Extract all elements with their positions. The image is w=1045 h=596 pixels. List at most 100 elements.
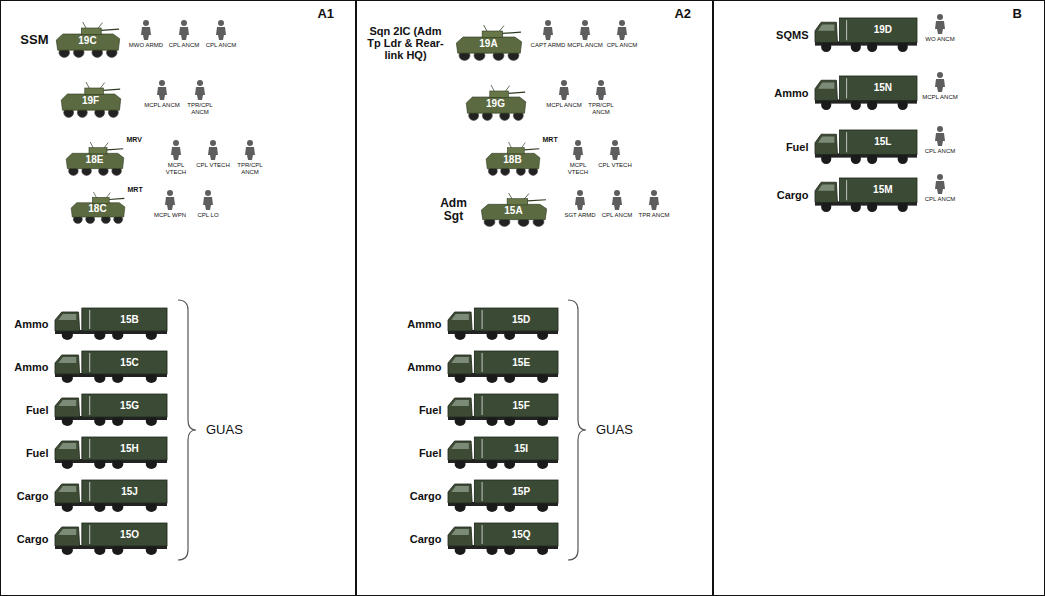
callsign: 19A [455,37,523,51]
supply-truck: Fuel15L [815,130,917,164]
crew-figure [179,20,189,40]
crew-figure [171,140,181,160]
vehicle-role: Ammo [407,317,441,329]
callsign: 18B [485,153,541,167]
supply-truck: Fuel15H [55,437,167,469]
crew-figure [617,20,627,40]
crew-rank: MCPL VTECH [560,162,596,175]
callsign: 15J [93,480,167,503]
supply-truck: Cargo15O [55,523,167,555]
callsign: 19G [465,97,527,111]
crew-rank: TPR ANCM [636,212,672,219]
callsign: 19D [849,18,916,42]
armoured-vehicle: Adm Sgt15A [480,193,548,227]
truck-icon [448,394,558,426]
group-bracket [568,300,586,560]
echelon-panel: A2Sqn 2IC (Adm Tp Ldr & Rear-link HQ)19A… [355,0,714,596]
truck-icon [815,178,917,212]
supply-truck: Ammo15D [448,308,558,340]
supply-truck: Fuel15I [448,437,558,469]
supply-truck: Cargo15M [815,178,917,212]
supply-truck: Ammo15N [815,76,917,110]
echelon-panel: BSQMS19DAmmo15NFuel15LCargo15M [712,0,1045,596]
vehicle-role: Cargo [410,489,442,501]
vehicle-role: Fuel [26,446,49,458]
truck-icon [448,437,558,469]
crew-figure [208,140,218,160]
crew-rank: MCPL ANCM [144,102,180,109]
crew-figure [935,72,945,92]
crew-figure [157,80,167,100]
supply-truck: Cargo15Q [448,523,558,555]
vehicle-role: Fuel [786,140,809,152]
truck-icon [815,130,917,164]
truck-icon [55,351,167,383]
truck-icon [815,76,917,110]
armoured-vehicle: MRT18C [70,192,126,224]
crew-figure [195,80,205,100]
callsign: 15C [93,351,167,374]
vehicle-role: MRT [543,136,558,144]
truck-icon [55,394,167,426]
armoured-vehicle: Sqn 2IC (Adm Tp Ldr & Rear-link HQ)19A [455,25,523,61]
vehicle-role: Ammo [14,360,48,372]
crew-figure [216,20,226,40]
crew-rank: MCPL WPN [152,212,188,219]
crew-figure [935,14,945,34]
crew-figure [165,190,175,210]
crew-rank: MCPL ANCM [546,102,582,109]
truck-icon [55,523,167,555]
callsign: 15E [485,351,558,374]
crew-figure [203,190,213,210]
vehicle-role: Ammo [774,86,808,98]
callsign: 15F [485,394,558,417]
callsign: 15G [93,394,167,417]
crew-rank: TPR/CPL ANCM [232,162,268,175]
armoured-vehicle: MRV18E [65,142,125,176]
armoured-vehicle: 19G [465,85,527,121]
crew-figure [580,20,590,40]
truck-icon [448,523,558,555]
crew-figure [610,140,620,160]
callsign: 15D [485,308,558,331]
crew-rank: CPL LO [190,212,226,219]
vehicle-role: Ammo [14,317,48,329]
crew-rank: TPR/CPL ANCM [182,102,218,115]
crew-figure [612,190,622,210]
echelon-panel: A1SSM19C19FMRV18EMRT18CAmmo15BAmmo15CFue… [0,0,357,596]
group-label: GUAS [596,422,633,437]
callsign: 15O [93,523,167,546]
crew-rank: CPL VTECH [597,162,633,169]
supply-truck: Cargo15J [55,480,167,512]
supply-truck: SQMS19D [815,18,917,52]
crew-figure [935,174,945,194]
crew-rank: CPL ANCM [922,196,958,203]
supply-truck: Cargo15P [448,480,558,512]
vehicle-role: Fuel [26,403,49,415]
truck-icon [55,480,167,512]
callsign: 19C [55,34,121,48]
vehicle-role: Fuel [419,403,442,415]
callsign: 19F [60,94,122,108]
panel-heading: A2 [674,6,691,21]
armoured-vehicle: SSM19C [55,22,121,58]
vehicle-role: MRT [128,186,143,194]
crew-rank: CPL VTECH [195,162,231,169]
callsign: 15H [93,437,167,460]
crew-figure [935,126,945,146]
vehicle-role: Fuel [419,446,442,458]
crew-figure [649,190,659,210]
vehicle-role: Cargo [410,532,442,544]
crew-rank: CPL ANCM [604,42,640,49]
crew-figure [245,140,255,160]
vehicle-role: Sqn 2IC (Adm Tp Ldr & Rear-link HQ) [363,24,449,60]
vehicle-role: Cargo [777,188,809,200]
crew-figure [575,190,585,210]
vehicle-role: SQMS [776,28,808,40]
truck-icon [448,351,558,383]
crew-rank: CPL ANCM [166,42,202,49]
armoured-vehicle: MRT18B [485,142,541,176]
vehicle-role: SSM [20,32,48,46]
vehicle-role: Cargo [17,489,49,501]
callsign: 15I [485,437,558,460]
